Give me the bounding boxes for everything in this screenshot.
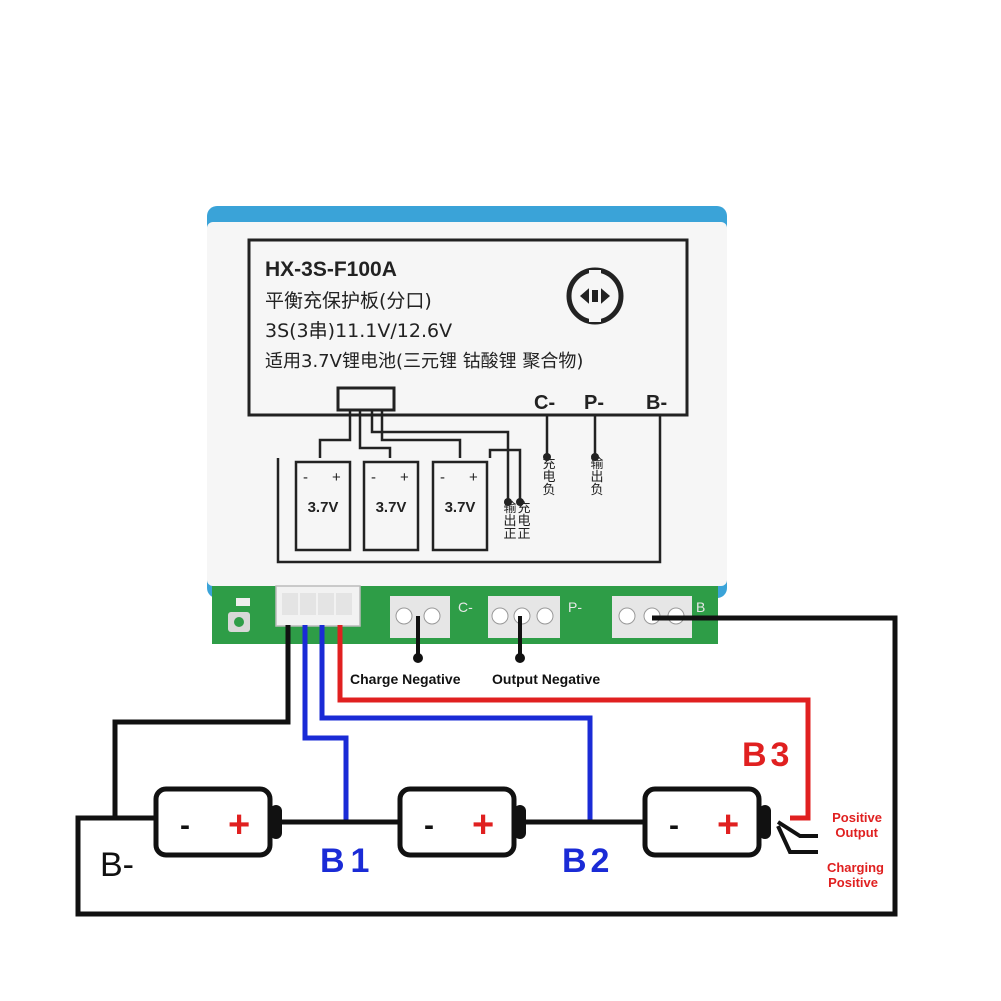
wire-b-minus-main bbox=[75, 615, 898, 917]
battery-1: - + bbox=[153, 786, 282, 858]
terminal-b-label: B- bbox=[646, 392, 667, 414]
protection-board: HX-3S-F100A 平衡充保护板(分口) 3S(3串)11.1V/12.6V… bbox=[207, 206, 727, 598]
svg-text:-: - bbox=[371, 469, 376, 486]
battery-2: - + bbox=[397, 786, 526, 858]
terminal-c-label: C- bbox=[534, 392, 555, 414]
svg-text:+: + bbox=[332, 469, 341, 486]
brand-logo-icon bbox=[566, 267, 624, 325]
label-b3: B3 bbox=[742, 736, 793, 774]
svg-text:-: - bbox=[180, 809, 190, 842]
svg-text:+: + bbox=[717, 804, 739, 846]
svg-text:+: + bbox=[472, 804, 494, 846]
label-b-minus: B- bbox=[100, 846, 134, 884]
wire-balance-b2 bbox=[319, 625, 593, 822]
battery-3: - + bbox=[642, 786, 771, 858]
svg-text:3.7V: 3.7V bbox=[445, 499, 476, 516]
svg-text:+: + bbox=[400, 469, 409, 486]
wire-balance-b1 bbox=[302, 625, 349, 822]
svg-text:P-: P- bbox=[568, 599, 582, 615]
board-model: HX-3S-F100A bbox=[265, 258, 397, 281]
callout-charge-negative: Charge Negative bbox=[350, 671, 461, 687]
svg-text:-: - bbox=[303, 469, 308, 486]
output-pos-vertical: 输出正 bbox=[501, 500, 517, 540]
charge-pos-vertical: 充电正 bbox=[515, 500, 531, 540]
board-cell-1: - + 3.7V bbox=[294, 460, 352, 552]
svg-text:3.7V: 3.7V bbox=[308, 499, 339, 516]
svg-text:-: - bbox=[669, 809, 679, 842]
lead-charging-positive bbox=[776, 825, 818, 854]
callout-output-negative: Output Negative bbox=[492, 671, 600, 687]
board-line4: 适用3.7V锂电池(三元锂 钴酸锂 聚合物) bbox=[265, 351, 583, 372]
label-connector-box bbox=[336, 386, 396, 412]
svg-text:-: - bbox=[440, 469, 445, 486]
label-b2: B2 bbox=[562, 842, 613, 880]
wire-balance-black bbox=[112, 625, 291, 818]
charge-neg-vertical: 充电负 bbox=[540, 456, 556, 496]
svg-text:C-: C- bbox=[458, 599, 473, 615]
label-b1: B1 bbox=[320, 842, 375, 880]
lead-positive-output bbox=[776, 820, 818, 838]
svg-text:+: + bbox=[469, 469, 478, 486]
svg-text:-: - bbox=[424, 809, 434, 842]
label-border bbox=[247, 238, 689, 417]
svg-text:B: B bbox=[696, 599, 705, 615]
board-cell-2: - + 3.7V bbox=[362, 460, 420, 552]
wire-balance-b3 bbox=[337, 625, 811, 821]
board-line2: 平衡充保护板(分口) bbox=[265, 290, 432, 312]
svg-text:+: + bbox=[228, 804, 250, 846]
svg-text:3.7V: 3.7V bbox=[376, 499, 407, 516]
board-line3: 3S(3串)11.1V/12.6V bbox=[265, 320, 452, 342]
terminal-p-label: P- bbox=[584, 392, 604, 414]
output-neg-vertical: 输出负 bbox=[588, 456, 604, 496]
board-cell-3: - + 3.7V bbox=[431, 460, 489, 552]
